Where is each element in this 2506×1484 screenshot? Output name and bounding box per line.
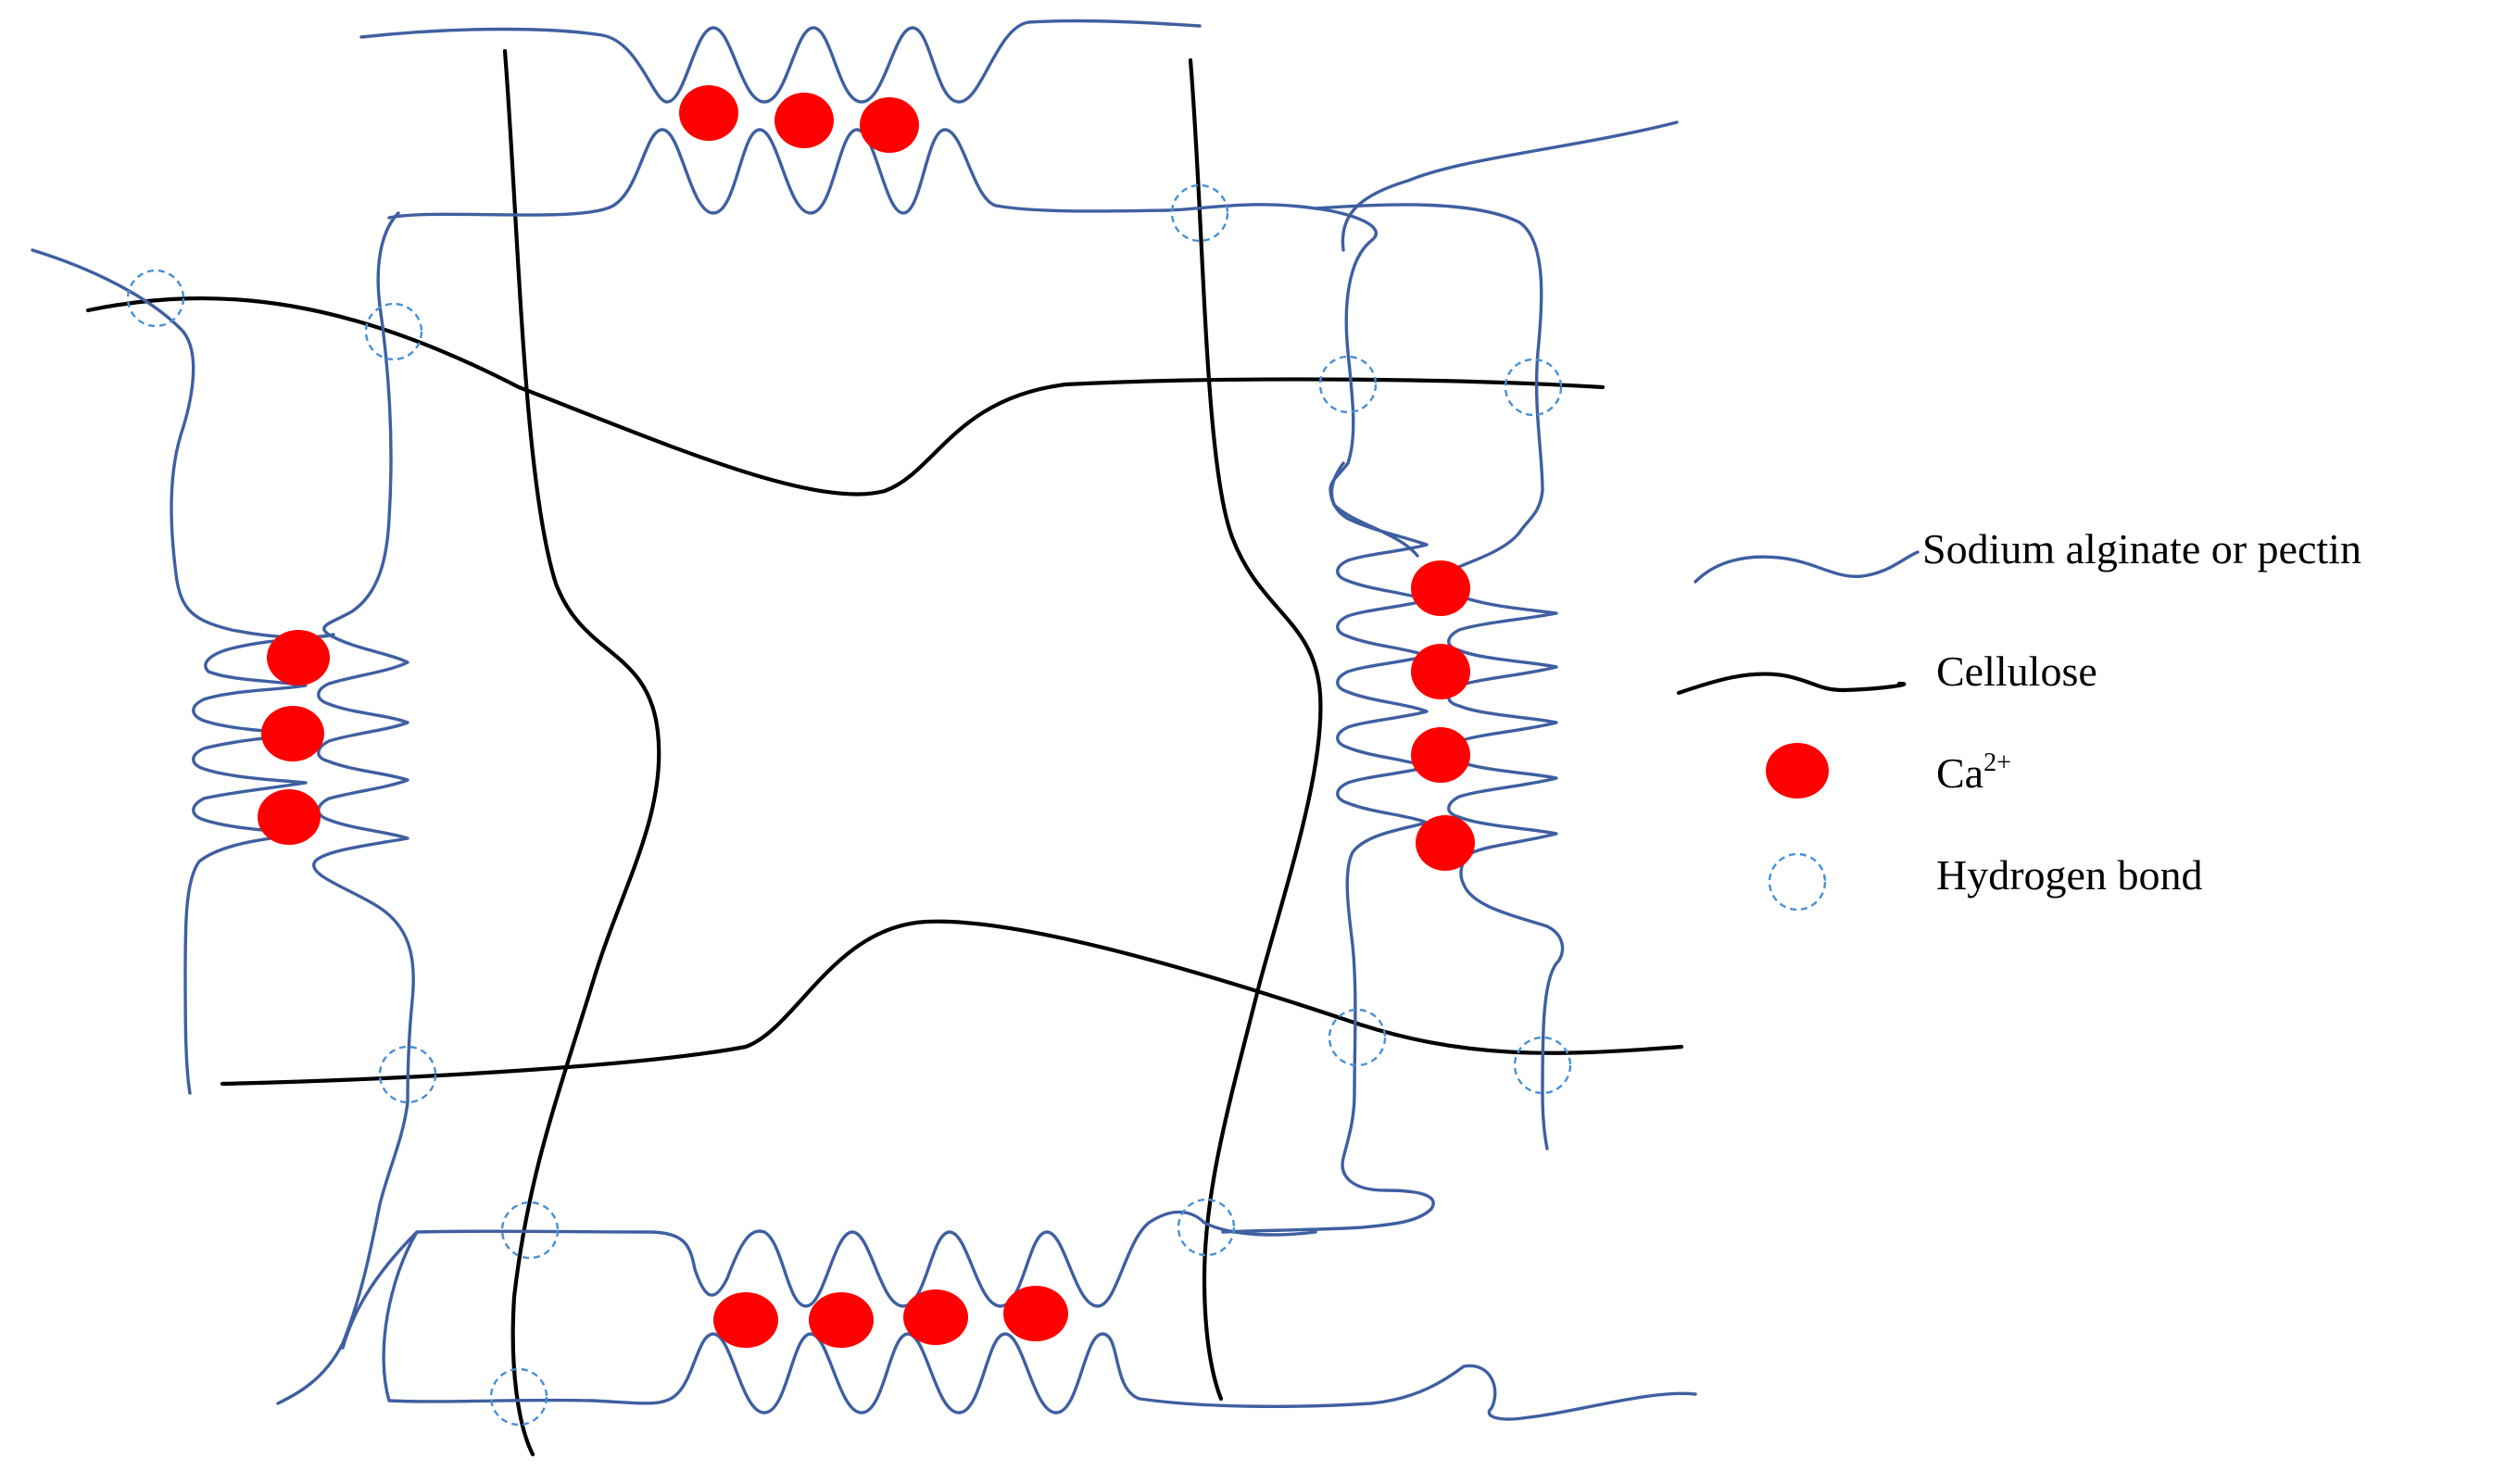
calcium-ion [860, 97, 919, 153]
legend-calcium-swatch [1766, 743, 1829, 799]
legend-alginate-swatch [1694, 550, 1920, 584]
legend-calcium-symbol: Ca [1936, 749, 1983, 797]
hydrogen-bonds [126, 183, 1572, 1427]
cellulose-chain-right [1188, 57, 1323, 1402]
legend: Sodium alginate or pectin Cellulose Ca2+… [1676, 525, 2361, 912]
hydrogen-bond-marker [1177, 1198, 1236, 1257]
calcium-ion [774, 93, 834, 148]
hydrogen-bond-marker [1328, 1008, 1387, 1067]
cellulose-chain-bottom [220, 919, 1684, 1087]
hydrogen-bond-marker [500, 1201, 560, 1260]
hydrogen-bond-marker [1318, 355, 1378, 414]
alginate-chain-bottom-lower [382, 1230, 1697, 1421]
calcium-ion [1411, 727, 1470, 783]
legend-cellulose-label: Cellulose [1936, 648, 2097, 695]
calcium-ion [258, 789, 321, 845]
alginate-chain-left-inner [276, 211, 415, 1405]
calcium-ion [261, 706, 324, 761]
cellulose-chains [85, 48, 1684, 1457]
calcium-ion [809, 1292, 874, 1348]
legend-hbond-swatch [1768, 852, 1827, 912]
hydrogen-bond-marker [1504, 358, 1563, 417]
alginate-chain-top-lower [387, 128, 1419, 558]
hydrogen-bond-marker [126, 269, 185, 328]
legend-calcium-charge: 2+ [1983, 748, 2011, 777]
alginate-chain-bottom-upper [341, 1210, 1317, 1350]
alginate-chain-top-upper [359, 19, 1202, 104]
calcium-ion [1003, 1286, 1068, 1341]
hydrogen-bond-marker [378, 1045, 437, 1104]
hydrogen-bond-marker [1513, 1036, 1572, 1095]
hydrogen-bond-marker [1170, 183, 1229, 243]
calcium-ion [1411, 560, 1470, 616]
calcium-ion [903, 1289, 968, 1345]
legend-calcium-label: Ca2+ [1936, 748, 2011, 797]
alginate-chain-right-inner [1221, 461, 1435, 1234]
calcium-ion [679, 85, 738, 141]
calcium-ion [1416, 815, 1475, 871]
calcium-ion [267, 630, 330, 685]
calcium-ion [1411, 644, 1470, 699]
legend-cellulose-swatch [1676, 672, 1907, 696]
legend-hbond-label: Hydrogen bond [1936, 851, 2202, 899]
calcium-ion [713, 1292, 778, 1348]
cellulose-chain-left [502, 48, 661, 1457]
cellulose-chain-top [85, 296, 1606, 497]
alginate-chains [31, 19, 1697, 1421]
alginate-chain-top-right [1341, 120, 1679, 252]
hydrogen-bond-marker [364, 302, 423, 361]
alginate-chain-top-right-inner [1314, 203, 1544, 534]
hydrogen-bond-marker [489, 1367, 548, 1427]
calcium-ions [258, 85, 1475, 1348]
legend-alginate-label: Sodium alginate or pectin [1922, 525, 2361, 572]
